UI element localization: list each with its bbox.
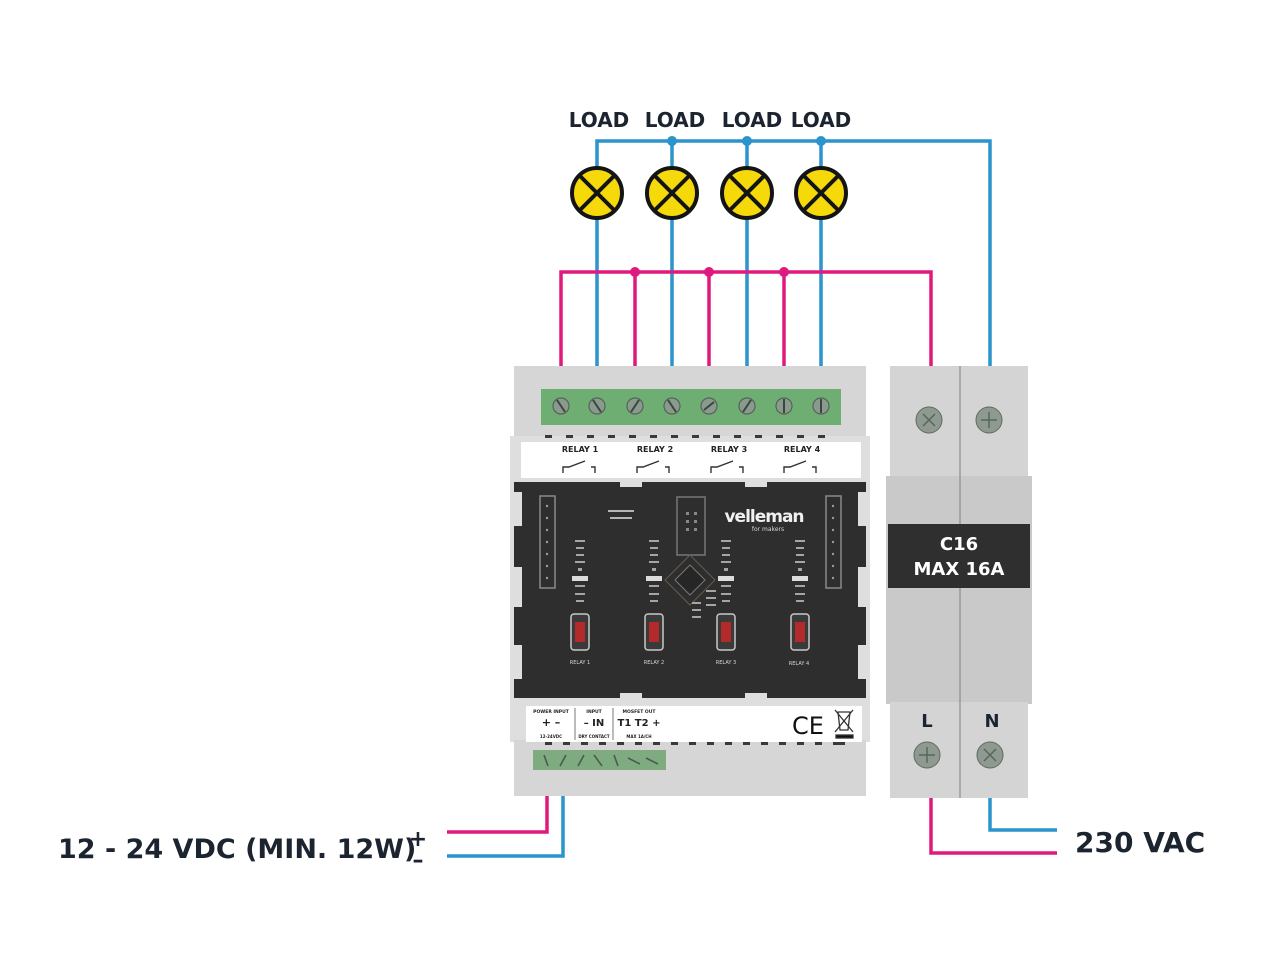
- junction-dot: [779, 267, 789, 277]
- controller-socket: [664, 496, 716, 606]
- breaker-bottom-housing: [890, 702, 1028, 798]
- dc-minus-symbol: –: [413, 848, 424, 873]
- breaker-rating-label: [888, 524, 1030, 588]
- dc-plus-symbol: +: [409, 827, 427, 852]
- io-section-title: MOSFET OUT: [623, 709, 657, 715]
- breaker-terminal-l-label: L: [921, 711, 932, 732]
- io-section-symbols: + –: [542, 716, 561, 729]
- live-junctions: [630, 267, 789, 277]
- breaker-middle-housing: [886, 476, 1032, 704]
- io-section-sub: MAX 1A/CH: [626, 734, 651, 739]
- relay-terminal-block: [541, 389, 841, 425]
- lamp-icon: [720, 166, 774, 220]
- breaker-max-current: MAX 16A: [914, 559, 1005, 580]
- junction-dot: [704, 267, 714, 277]
- load-labels: LOAD LOAD LOAD LOAD: [569, 108, 852, 132]
- breaker-terminal-n-label: N: [984, 711, 999, 732]
- ce-mark: CE: [792, 712, 824, 740]
- relay-2-test-button[interactable]: [644, 613, 664, 651]
- relay-module: RELAY 1 RELAY 2 RELAY 3 RELAY 4: [510, 366, 870, 796]
- breaker-l-out: [929, 790, 1057, 855]
- breaker-top-housing: [890, 366, 1028, 478]
- ac-supply-label: 230 VAC: [1075, 826, 1205, 859]
- switch-contact-icon: [710, 460, 744, 473]
- lamps: [570, 166, 848, 220]
- lamp-icon: [570, 166, 624, 220]
- neutral-junctions: [667, 136, 826, 146]
- relay-label: RELAY 1: [562, 445, 599, 454]
- switch-contact-icon: [783, 460, 817, 473]
- switch-contact-icon: [562, 460, 596, 473]
- led-strip-left: [539, 495, 556, 589]
- io-section-symbols: – IN: [584, 718, 605, 729]
- load-label: LOAD: [569, 108, 630, 132]
- io-section-dividers: [574, 708, 614, 740]
- relay-contact-symbols: [562, 460, 817, 473]
- io-section-title: POWER INPUT: [533, 709, 570, 715]
- breaker-n-out: [988, 790, 1057, 832]
- relay-label: RELAY 2: [637, 445, 673, 454]
- relay-buttons: RELAY 1 RELAY 2 RELAY 3 RELAY 4: [570, 613, 810, 667]
- switch-contact-icon: [636, 460, 670, 473]
- relay-button-label: RELAY 2: [644, 660, 664, 666]
- load-label: LOAD: [645, 108, 706, 132]
- relay-button-label: RELAY 3: [716, 660, 736, 666]
- load-label: LOAD: [722, 108, 783, 132]
- circuit-breaker: C16 MAX 16A L N: [886, 366, 1032, 798]
- weee-bin-icon: [834, 709, 854, 739]
- relay-label-strip: [521, 442, 861, 478]
- io-section-sub: DRY CONTACT: [578, 734, 610, 739]
- relay-1-test-button[interactable]: [570, 613, 590, 651]
- relay-3-test-button[interactable]: [716, 613, 736, 651]
- brand-logo: velleman: [724, 507, 803, 527]
- io-terminal-screw-slots: [543, 754, 659, 767]
- junction-dot: [630, 267, 640, 277]
- relay-label: RELAY 3: [711, 445, 747, 454]
- junction-dot: [742, 136, 752, 146]
- small-print: [608, 510, 634, 519]
- breaker-rating: C16: [940, 534, 978, 555]
- relay-button-label: RELAY 1: [570, 660, 590, 666]
- junction-dot: [667, 136, 677, 146]
- io-section-symbols: T1 T2 +: [618, 718, 661, 729]
- vent-slots-bottom: [545, 742, 845, 745]
- io-terminal-block: [533, 750, 666, 770]
- relay-button-label: RELAY 4: [789, 661, 809, 667]
- relay-4-test-button[interactable]: [790, 613, 810, 651]
- lamp-icon: [794, 166, 848, 220]
- junction-dot: [816, 136, 826, 146]
- vent-slots-top: [545, 435, 825, 438]
- load-label: LOAD: [791, 108, 852, 132]
- dc-supply-label: 12 - 24 VDC (MIN. 12W): [58, 834, 416, 865]
- live-bus: [559, 270, 933, 395]
- brand-tagline: for makers: [752, 526, 784, 533]
- io-section-sub: 12-24VDC: [540, 734, 562, 739]
- relay-spec-marks: [572, 540, 808, 618]
- lamp-icon: [645, 166, 699, 220]
- relay-label: RELAY 4: [784, 445, 821, 454]
- io-section-title: INPUT: [586, 709, 602, 715]
- io-label-strip: [526, 706, 862, 742]
- led-strip-right: [825, 495, 842, 589]
